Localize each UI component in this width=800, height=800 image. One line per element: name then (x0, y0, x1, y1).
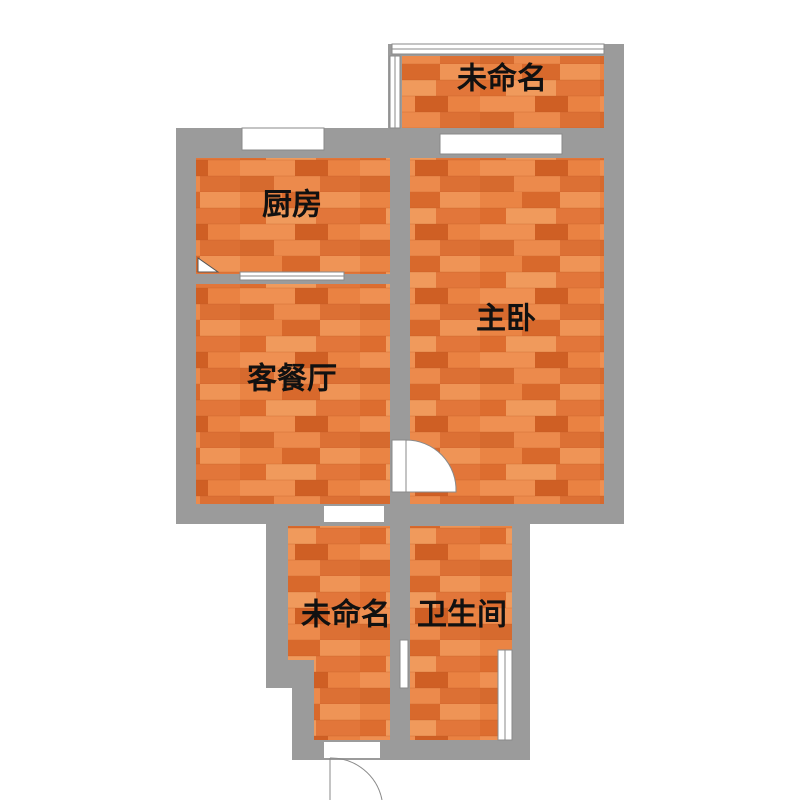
floor-bath (410, 526, 512, 740)
floor-master (410, 158, 604, 504)
floor-balcony (402, 56, 604, 128)
entrance-door-swing (329, 757, 383, 800)
master-door-leaf (391, 439, 407, 493)
room-label-living: 客餐厅 (247, 362, 337, 397)
window-kitchen (241, 127, 325, 151)
living-entry-opening (324, 506, 384, 522)
floors (196, 56, 604, 740)
windows (241, 43, 605, 741)
doors (197, 257, 457, 800)
room-label-kitchen: 厨房 (262, 188, 322, 223)
window-master (439, 133, 563, 155)
kitchen-fixture (197, 257, 220, 273)
room-label-master: 主卧 (476, 302, 536, 337)
master-door-swing (405, 439, 457, 493)
room-label-entry: 未命名 (301, 598, 391, 633)
entrance-door-opening (324, 742, 380, 758)
room-label-bath: 卫生间 (417, 598, 507, 633)
floor-entry (288, 526, 390, 740)
floor-kitchen (196, 158, 390, 274)
bath-door (399, 639, 409, 689)
room-labels: 未命名 厨房 客餐厅 主卧 未命名 卫生间 (247, 62, 547, 633)
floor-living (196, 284, 390, 504)
room-label-balcony: 未命名 (457, 62, 547, 97)
